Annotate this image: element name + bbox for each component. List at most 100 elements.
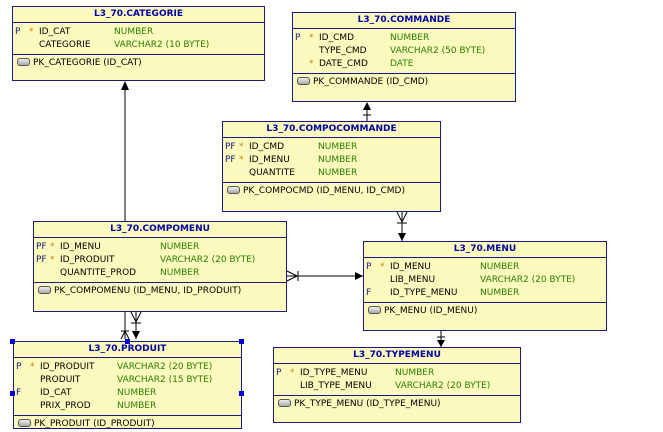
column-row[interactable]: F ID_CAT NUMBER	[14, 387, 241, 400]
table-compomenu[interactable]: L3_70.COMPOMENU PF* ID_MENU NUMBER PF* ID_P…	[33, 221, 287, 312]
arrowhead	[132, 331, 140, 339]
mandatory-marker: *	[29, 27, 34, 37]
column-type: VARCHAR2 (20 BYTE)	[160, 255, 256, 265]
column-type: VARCHAR2 (20 BYTE)	[480, 275, 576, 285]
column-row[interactable]: PF* ID_MENU NUMBER	[223, 154, 440, 167]
mandatory-marker: *	[309, 59, 314, 69]
primary-key-row[interactable]: PK_CATEGORIE (ID_CAT)	[13, 55, 264, 71]
table-categorie[interactable]: L3_70.CATEGORIE P * ID_CAT NUMBER CATEGORIE…	[12, 6, 265, 81]
column-type: NUMBER	[160, 242, 200, 252]
column-type: VARCHAR2 (10 BYTE)	[114, 40, 210, 50]
table-title: L3_70.CATEGORIE	[13, 7, 264, 23]
resize-handle-middle-left[interactable]	[10, 391, 15, 396]
column-flag: P	[15, 27, 21, 37]
column-name: ID_MENU	[390, 262, 431, 272]
primary-key-row[interactable]: PK_COMMANDE (ID_CMD)	[293, 74, 515, 90]
column-row[interactable]: * DATE_CMD DATE	[293, 58, 515, 71]
column-name: ID_CAT	[39, 27, 71, 37]
arrowhead	[398, 233, 406, 241]
column-row[interactable]: LIB_MENU VARCHAR2 (20 BYTE)	[364, 274, 606, 287]
mandatory-marker: *	[309, 33, 314, 43]
column-type: NUMBER	[318, 168, 358, 178]
mandatory-marker: *	[290, 368, 295, 378]
column-name: ID_MENU	[249, 155, 290, 165]
column-row[interactable]: P * ID_MENU NUMBER	[364, 261, 606, 274]
column-name: ID_CMD	[249, 142, 285, 152]
column-name: QUANTITE	[249, 168, 295, 178]
column-row[interactable]: PF* ID_PRODUIT VARCHAR2 (20 BYTE)	[34, 254, 286, 267]
primary-key-row[interactable]: PK_PRODUIT (ID_PRODUIT)	[14, 416, 241, 432]
primary-key-row[interactable]: PK_COMPOCMD (ID_MENU, ID_CMD)	[223, 183, 440, 199]
column-type: VARCHAR2 (50 BYTE)	[390, 46, 486, 56]
column-type: NUMBER	[480, 262, 520, 272]
table-title: L3_70.COMMANDE	[293, 13, 515, 29]
mandatory-marker: *	[239, 155, 244, 165]
column-type: VARCHAR2 (20 BYTE)	[395, 381, 491, 391]
column-name: CATEGORIE	[39, 40, 91, 50]
column-flag: PF	[36, 255, 47, 265]
column-flag: P	[276, 368, 282, 378]
column-flag: PF	[225, 155, 236, 165]
resize-handle-top-left[interactable]	[10, 339, 15, 344]
key-icon	[368, 306, 381, 314]
column-name: ID_PRODUIT	[60, 255, 115, 265]
primary-key-row[interactable]: PK_TYPE_MENU (ID_TYPE_MENU)	[274, 396, 520, 412]
column-flag: F	[16, 388, 22, 398]
key-icon	[297, 77, 310, 85]
table-menu[interactable]: L3_70.MENU P * ID_MENU NUMBER LIB_MENU VARCH…	[363, 241, 607, 331]
column-type: NUMBER	[390, 33, 430, 43]
column-name: PRODUIT	[40, 375, 81, 385]
column-type: NUMBER	[114, 27, 154, 37]
column-name: DATE_CMD	[319, 59, 368, 69]
resize-handle-top-middle[interactable]	[125, 339, 130, 344]
column-row[interactable]: QUANTITE NUMBER	[223, 167, 440, 180]
column-row[interactable]: PRIX_PROD NUMBER	[14, 400, 241, 413]
column-flag: P	[295, 33, 301, 43]
column-type: DATE	[390, 59, 414, 69]
column-row[interactable]: CATEGORIE VARCHAR2 (10 BYTE)	[13, 39, 264, 52]
column-type: NUMBER	[117, 388, 157, 398]
resize-handle-middle-right[interactable]	[239, 391, 244, 396]
column-name: ID_MENU	[60, 242, 101, 252]
mandatory-marker: *	[50, 255, 55, 265]
column-flag: P	[366, 262, 372, 272]
column-list: P * ID_CAT NUMBER CATEGORIE VARCHAR2 (10 BYT…	[13, 23, 264, 55]
key-icon	[18, 419, 31, 427]
table-title: L3_70.MENU	[364, 242, 606, 258]
table-title: L3_70.COMPOMENU	[34, 222, 286, 238]
mandatory-marker: *	[30, 362, 35, 372]
column-type: NUMBER	[117, 401, 157, 411]
resize-handle-top-right[interactable]	[239, 339, 244, 344]
arrowhead	[437, 340, 445, 347]
column-name: LIB_MENU	[390, 275, 436, 285]
column-row[interactable]: P * ID_CAT NUMBER	[13, 26, 264, 39]
table-title: L3_70.TYPEMENU	[274, 348, 520, 364]
column-name: ID_TYPE_MENU	[390, 288, 458, 298]
primary-key-row[interactable]: PK_COMPOMENU (ID_MENU, ID_PRODUIT)	[34, 283, 286, 299]
column-list: P * ID_MENU NUMBER LIB_MENU VARCHAR2 (20 BYT…	[364, 258, 606, 303]
column-name: ID_CAT	[40, 388, 72, 398]
column-type: NUMBER	[318, 155, 358, 165]
column-name: PRIX_PROD	[40, 401, 91, 411]
mandatory-marker: *	[380, 262, 385, 272]
column-type: VARCHAR2 (20 BYTE)	[117, 362, 213, 372]
column-name: ID_TYPE_MENU	[300, 368, 368, 378]
primary-key-row[interactable]: PK_MENU (ID_MENU)	[364, 303, 606, 319]
